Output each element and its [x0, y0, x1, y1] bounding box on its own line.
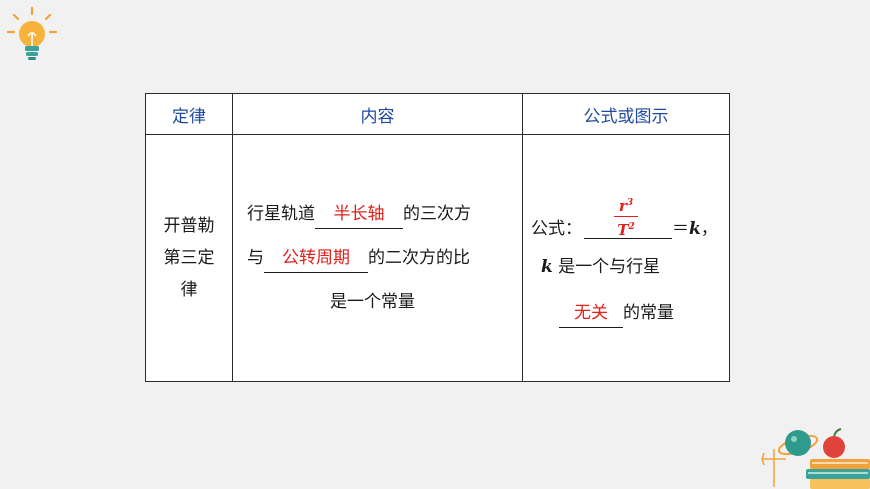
- formula-rhs-tail: ，: [700, 218, 718, 239]
- lightbulb-icon: [6, 6, 58, 60]
- header-content: 内容: [232, 93, 523, 135]
- fraction-denominator: T2: [617, 220, 635, 239]
- law-name-cell: 开普勒 第三定 律: [145, 134, 233, 382]
- content-line-3: 是一个常量: [330, 292, 415, 312]
- answer-blank-formula: r3 T2: [584, 194, 672, 239]
- kepler-law-table: 定律 内容 公式或图示 开普勒 第三定 律 行星轨道半长轴的三次方 与公转周期的…: [145, 93, 730, 382]
- table-header-row: 定律 内容 公式或图示: [145, 93, 730, 135]
- formula-cell: 公式： r3 T2 ＝k， k 是一个与行星 无关的常量: [522, 134, 730, 382]
- law-name-line: 第三定: [163, 248, 215, 268]
- header-law: 定律: [145, 93, 233, 135]
- content-line-1: 行星轨道半长轴的三次方: [247, 192, 512, 236]
- formula-fraction: r3 T2: [614, 194, 638, 240]
- content-text: 的二次方的比: [368, 248, 470, 268]
- formula-equals: ＝: [672, 218, 689, 239]
- fraction-numerator: r3: [614, 194, 638, 217]
- formula-text: 的常量: [623, 302, 674, 323]
- formula-k: k: [541, 256, 553, 277]
- content-line-2: 与公转周期的二次方的比: [247, 236, 512, 280]
- law-content-cell: 行星轨道半长轴的三次方 与公转周期的二次方的比 是一个常量: [232, 134, 523, 382]
- formula-line-3: 无关的常量: [531, 299, 729, 328]
- planet-books-icon: [761, 428, 870, 489]
- formula-line-1: 公式： r3 T2 ＝k，: [531, 189, 729, 239]
- answer-blank-unrelated: 无关: [559, 299, 623, 328]
- answer-blank-semi-major-axis: 半长轴: [315, 200, 403, 229]
- formula-text: 是一个与行星: [552, 256, 661, 277]
- header-formula: 公式或图示: [522, 93, 730, 135]
- formula-line-2: k 是一个与行星: [531, 257, 729, 277]
- content-text: 与: [247, 248, 264, 268]
- content-text: 的三次方: [403, 204, 471, 224]
- law-name-line: 律: [180, 280, 198, 300]
- table-row: 开普勒 第三定 律 行星轨道半长轴的三次方 与公转周期的二次方的比 是一个常量 …: [145, 134, 730, 382]
- content-text: 行星轨道: [247, 204, 315, 224]
- formula-label: 公式：: [531, 218, 582, 239]
- answer-blank-period: 公转周期: [264, 244, 368, 273]
- formula-rhs: k: [689, 218, 701, 239]
- law-name-line: 开普勒: [163, 216, 215, 236]
